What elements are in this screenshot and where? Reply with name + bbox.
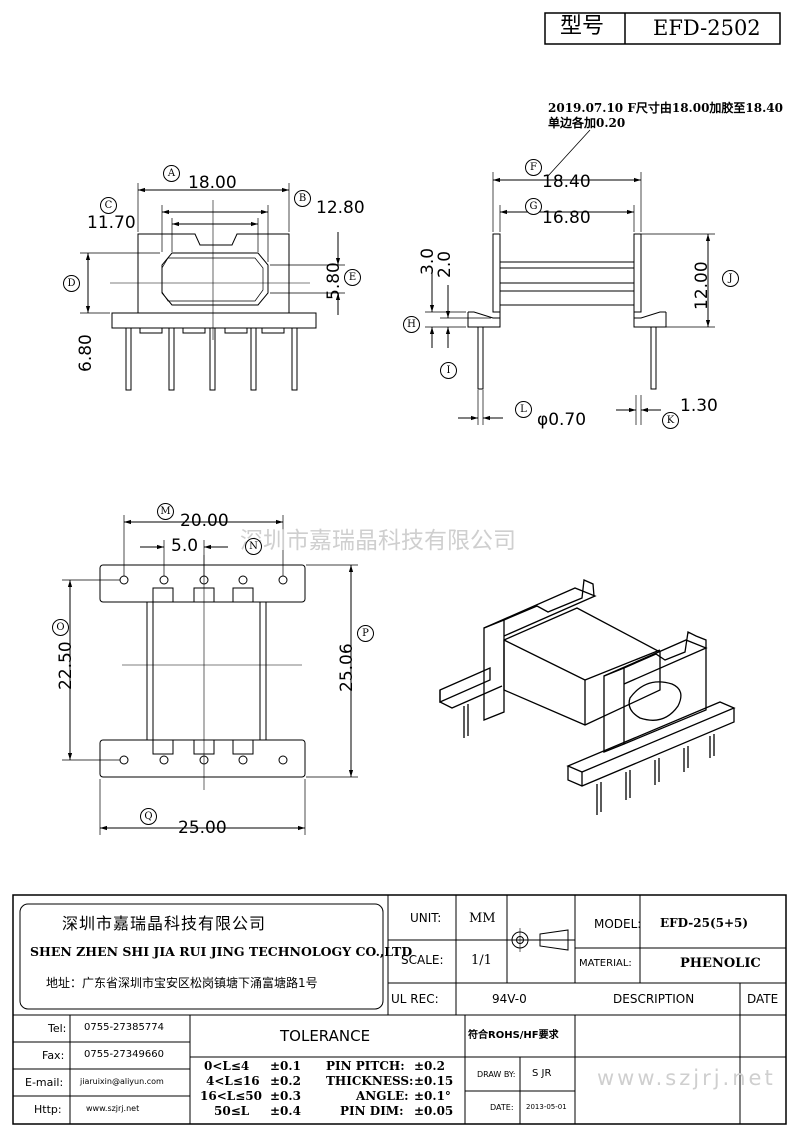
tol-item-value: ±0.1° (414, 1089, 451, 1103)
watermark-center: 深圳市嘉瑞晶科技有限公司 (240, 528, 516, 554)
dim-j: 12.00 (692, 261, 712, 310)
tol-value: ±0.2 (270, 1074, 301, 1088)
email-label: E-mail: (25, 1076, 64, 1089)
dim-g: 16.80 (542, 208, 591, 228)
tol-item: PIN DIM: (340, 1104, 404, 1118)
fax-value: 0755-27349660 (84, 1049, 164, 1060)
dim-e: 5.80 (324, 262, 344, 300)
company-name-en: SHEN ZHEN SHI JIA RUI JING TECHNOLOGY CO… (30, 944, 413, 959)
dim-f: 18.40 (542, 172, 591, 192)
revision-note-1: 2019.07.10 F尺寸由18.00加胶至18.40 (548, 101, 784, 115)
dim-p: 25.06 (337, 643, 357, 692)
callout-a: A (163, 165, 180, 182)
tel-value: 0755-27385774 (84, 1022, 164, 1033)
model-spec-value: EFD-25(5+5) (660, 916, 749, 930)
http-value: www.szjrj.net (86, 1104, 140, 1113)
footer-table (12, 894, 787, 1125)
ulrec-label: UL REC: (391, 992, 439, 1006)
dim-c: 11.70 (87, 213, 136, 233)
tol-value: ±0.1 (270, 1059, 301, 1073)
dim-d: 6.80 (76, 334, 96, 372)
callout-c: C (100, 197, 117, 214)
callout-n: N (245, 538, 262, 555)
revision-note-2: 单边各加0.20 (548, 116, 626, 130)
front-view (80, 183, 345, 391)
side-view (425, 129, 715, 425)
callout-d: D (63, 275, 80, 292)
callout-f: F (525, 159, 542, 176)
callout-e: E (344, 269, 361, 286)
tol-range: 4<L≤16 (206, 1074, 260, 1088)
drawn-by-label: DRAW BY: (477, 1070, 516, 1079)
callout-k: K (662, 412, 679, 429)
tol-range: 16<L≤50 (200, 1089, 262, 1103)
callout-b: B (294, 190, 311, 207)
callout-q: Q (140, 808, 157, 825)
dim-m: 20.00 (180, 511, 229, 531)
unit-label: UNIT: (410, 911, 442, 925)
callout-m: M (157, 503, 174, 520)
ulrec-value: 94V-0 (492, 992, 527, 1006)
approval-date-label: DATE: (490, 1103, 514, 1112)
dim-k: 1.30 (680, 396, 718, 416)
tel-label: Tel: (48, 1022, 67, 1035)
email-value: jiaruixin@aliyun.com (80, 1077, 164, 1086)
callout-p: P (357, 625, 374, 642)
company-name-cn: 深圳市嘉瑞晶科技有限公司 (62, 914, 267, 933)
top-view (62, 515, 358, 835)
tol-range: 0<L≤4 (204, 1059, 250, 1073)
callout-i: I (440, 362, 457, 379)
isometric-view (439, 579, 736, 815)
model-spec-label: MODEL: (594, 917, 642, 931)
tol-item-value: ±0.2 (414, 1059, 445, 1073)
dim-h2: 2.0 (435, 250, 455, 278)
drawn-by-value: S JR (532, 1068, 552, 1079)
tol-value: ±0.4 (270, 1104, 301, 1118)
date-header: DATE (747, 992, 779, 1006)
rohs-note: 符合ROHS/HF要求 (468, 1030, 559, 1041)
model-label: 型号 (560, 14, 605, 39)
callout-o: O (52, 619, 69, 636)
scale-label: SCALE: (401, 953, 444, 967)
dim-l: φ0.70 (537, 410, 587, 430)
callout-h: H (403, 316, 420, 333)
company-address: 地址：广东省深圳市宝安区松岗镇塘下涌富塘路1号 (46, 976, 318, 990)
approval-date-value: 2013-05-01 (526, 1103, 567, 1111)
callout-l: L (515, 401, 532, 418)
fax-label: Fax: (42, 1049, 65, 1062)
tol-item: ANGLE: (356, 1089, 409, 1103)
tol-item: THICKNESS: (326, 1074, 414, 1088)
watermark-footer: www.szjrj.net (597, 1066, 776, 1090)
model-number: EFD-2502 (653, 16, 761, 40)
tol-item-value: ±0.05 (414, 1104, 454, 1118)
tol-range: 50≤L (214, 1104, 250, 1118)
dim-a: 18.00 (188, 173, 237, 193)
tol-item: PIN PITCH: (326, 1059, 405, 1073)
dim-b: 12.80 (316, 198, 365, 218)
description-header: DESCRIPTION (613, 992, 695, 1006)
callout-j: J (722, 270, 739, 287)
tol-value: ±0.3 (270, 1089, 301, 1103)
http-label: Http: (34, 1103, 62, 1116)
dim-o: 22.50 (56, 641, 76, 690)
title-block-frame (544, 12, 781, 45)
unit-value: MM (469, 911, 496, 926)
callout-g: G (525, 198, 542, 215)
scale-value: 1/1 (471, 953, 492, 968)
dim-n: 5.0 (171, 536, 199, 556)
material-label: MATERIAL: (579, 958, 632, 969)
dim-q: 25.00 (178, 818, 227, 838)
material-value: PHENOLIC (680, 956, 761, 971)
tolerance-title: TOLERANCE (280, 1027, 371, 1045)
tol-item-value: ±0.15 (414, 1074, 454, 1088)
